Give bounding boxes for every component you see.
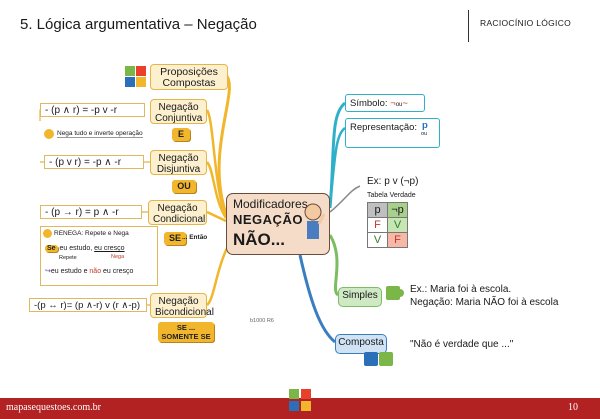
formula-disjuntiva: - (p v r) = -p ∧ -r: [44, 155, 144, 169]
central-node: Modificadores NEGAÇÃO NÃO...: [226, 193, 330, 255]
label-nega: Nega: [111, 254, 125, 260]
branch-condicional: [206, 210, 227, 223]
example-se: Se eu estudo, eu cresço: [45, 243, 125, 254]
renega-text: RENEGA: Repete e Nega: [54, 230, 129, 237]
branch-composta: [298, 254, 336, 344]
badge-ou: OU: [172, 180, 196, 193]
label-repete: Repete: [59, 255, 77, 261]
badge-e: E: [172, 128, 190, 141]
node-proposicoes-compostas: Proposições Compostas: [150, 64, 228, 90]
example-formula: Ex: p v (¬p): [367, 176, 419, 187]
puzzle-pieces-icon: [362, 348, 396, 370]
branch-simples: [328, 234, 340, 297]
formula-bicondicional: -(p ↔ r)= (p ∧-r) v (r ∧-p): [29, 298, 147, 312]
truth-header-notp: ¬p: [387, 202, 408, 218]
node-simples: Simples: [338, 287, 382, 307]
node-negacao-disjuntiva: Negação Disjuntiva: [150, 150, 207, 175]
center-line3: NÃO...: [233, 230, 285, 249]
truth-table-title: Tabela Verdade: [367, 192, 416, 199]
person-icon: [301, 202, 326, 248]
example-neg-a: eu estudo e: [50, 268, 90, 275]
branch-exemplo: [329, 185, 361, 213]
lightbulb-icon: [43, 229, 52, 238]
code-label: b1000 R6: [250, 318, 274, 324]
truth-header-p: p: [367, 202, 388, 218]
tilde-icon: ¬: [390, 98, 396, 109]
lightbulb-icon: [44, 129, 54, 139]
subject-label: RACIOCÍNIO LÓGICO: [480, 18, 572, 28]
simbolo-or: ou: [395, 102, 403, 108]
node-negacao-condicional: Negação Condicional: [148, 200, 207, 225]
example-neg-b: eu cresço: [101, 268, 134, 275]
logo-icon: [288, 388, 312, 412]
example-neg-nao: não: [89, 268, 102, 275]
branch-representacao: [328, 126, 346, 206]
truth-cell: F: [367, 217, 388, 233]
branch-conjuntiva: [205, 109, 228, 217]
puzzle-icon: [125, 66, 147, 88]
branch-root: [217, 73, 231, 215]
arrow-icon: ↪: [45, 268, 51, 275]
example-se-mid: eu estudo,: [57, 245, 95, 252]
simples-example-1: Ex.: Maria foi à escola.: [410, 284, 512, 295]
simples-example-2: Negação: Maria NÃO foi à escola: [410, 297, 559, 308]
page-number: 10: [568, 402, 578, 413]
representacao-box: Representação: p ou: [345, 118, 440, 148]
condicional-example-box: RENEGA: Repete e Nega Se eu estudo, eu c…: [40, 226, 158, 286]
center-line2: NEGAÇÃO: [233, 212, 303, 227]
node-negacao-conjuntiva: Negação Conjuntiva: [150, 99, 207, 124]
truth-cell: V: [387, 217, 408, 233]
simbolo-label: Símbolo:: [350, 98, 388, 109]
branch-bicondicional: [206, 245, 230, 307]
composta-example: "Não é verdade que ...": [410, 339, 514, 350]
representacao-label: Representação:: [350, 122, 418, 133]
page-title: 5. Lógica argumentativa – Negação: [20, 16, 257, 33]
truth-cell: F: [387, 232, 408, 248]
node-composta: Composta: [335, 334, 387, 354]
node-negacao-bicondicional: Negação Bicondicional: [150, 293, 214, 318]
representacao-ou: ou: [421, 131, 428, 137]
hint-conjuntiva: Nega tudo e inverte operação: [57, 130, 143, 138]
badge-se-somente-se: SE ... SOMENTE SE: [158, 322, 214, 342]
entao-text: ... Então: [182, 234, 208, 241]
header-separator: [468, 10, 469, 42]
badge-se-inline: Se: [45, 245, 58, 252]
truth-cell: V: [367, 232, 388, 248]
branch-disjuntiva: [205, 161, 228, 219]
footer-bar: [0, 398, 600, 419]
badge-se: SE: [164, 232, 186, 245]
footer-site: mapasequestoes.com.br: [6, 402, 101, 413]
example-se-end: eu cresço: [94, 245, 125, 252]
formula-conjuntiva: - (p ∧ r) = -p v -r: [40, 103, 145, 117]
tilde-icon-2: ~: [402, 98, 408, 109]
formula-condicional: - (p → r) = p ∧ -r: [40, 205, 142, 219]
center-line1: Modificadores: [233, 197, 308, 211]
puzzle-icon: [384, 282, 406, 304]
representacao-p: p: [422, 120, 428, 131]
simbolo-box: Símbolo: ¬ou~: [345, 94, 425, 112]
example-negated: ↪eu estudo e não eu cresço: [45, 267, 133, 275]
